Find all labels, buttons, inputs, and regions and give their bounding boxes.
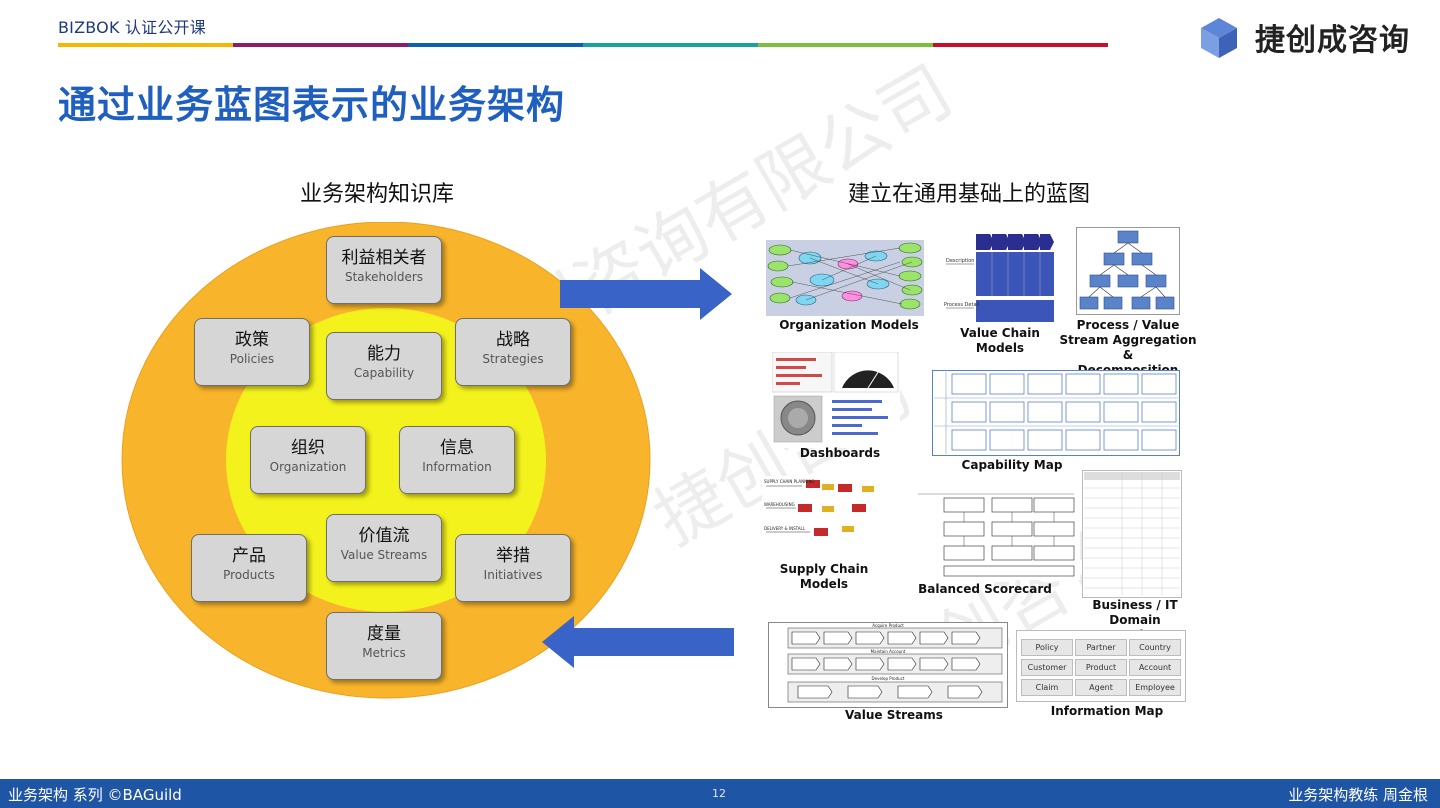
cube-logo-icon [1201, 18, 1237, 58]
footer-bar: 业务架构 系列 ©BAGuild 12 业务架构教练 周金根 [0, 779, 1440, 808]
vs-row-develop: Develop Product [872, 676, 905, 681]
info-map-cell: Partner [1075, 639, 1127, 656]
left-heading: 业务架构知识库 [300, 182, 455, 207]
page-number: 12 [712, 787, 726, 800]
svg-text:Description: Description [946, 258, 974, 264]
supply-chain-thumbnail: SUPPLY CHAIN PLANNING WAREHOUSING DELIVE… [762, 476, 886, 560]
balanced-scorecard-thumbnail [914, 488, 1080, 580]
info-map-cell: Country [1129, 639, 1181, 656]
right-arrow-icon [560, 268, 732, 320]
value-chain-thumbnail: Description Process Detail [940, 230, 1058, 326]
vs-row-acquire: Acquire Product [872, 623, 904, 628]
svg-text:DELIVERY & INSTALL: DELIVERY & INSTALL [764, 526, 806, 531]
caption-capability-map: Capability Map [961, 458, 1063, 472]
svg-text:WAREHOUSING: WAREHOUSING [764, 502, 795, 507]
footer-series: 业务架构 系列 ©BAGuild [8, 786, 182, 804]
domain-mappings-thumbnail [1082, 470, 1182, 598]
caption-organization-models: Organization Models [779, 318, 919, 332]
caption-process-aggregation: Process / Value Stream Aggregation & Dec… [1059, 318, 1197, 377]
organization-models-thumbnail [766, 240, 924, 316]
info-map-cell: Product [1075, 659, 1127, 676]
caption-balanced-scorecard: Balanced Scorecard [918, 582, 1052, 596]
left-arrow-icon [542, 616, 734, 668]
right-heading: 建立在通用基础上的蓝图 [848, 182, 1091, 207]
page-title: 通过业务蓝图表示的业务架构 [58, 83, 566, 127]
caption-supply-chain-models: Supply Chain Models [779, 562, 869, 591]
course-title: BIZBOK 认证公开课 [58, 18, 206, 37]
info-map-cell: Policy [1021, 639, 1073, 656]
info-map-cell: Account [1129, 659, 1181, 676]
info-map-cell: Customer [1021, 659, 1073, 676]
process-tree-thumbnail [1076, 227, 1180, 315]
dashboards-thumbnail [772, 352, 900, 448]
footer-author: 业务架构教练 周金根 [1288, 786, 1428, 804]
caption-value-chain-models: Value Chain Models [960, 326, 1040, 355]
svg-text:SUPPLY CHAIN PLANNING: SUPPLY CHAIN PLANNING [764, 479, 814, 484]
vs-row-maintain: Maintain Account [871, 649, 906, 654]
color-stripe [58, 43, 1108, 47]
brand-name: 捷创成咨询 [1255, 23, 1410, 58]
info-map-cell: Employee [1129, 679, 1181, 696]
svg-text:Process Detail: Process Detail [944, 302, 979, 308]
information-map-thumbnail: Policy Partner Country Customer Product … [1016, 630, 1186, 702]
info-map-cell: Claim [1021, 679, 1073, 696]
caption-dashboards: Dashboards [799, 446, 881, 460]
caption-value-streams: Value Streams [845, 708, 943, 722]
info-map-cell: Agent [1075, 679, 1127, 696]
brand-logo: 捷创成咨询 [1193, 14, 1410, 60]
caption-information-map: Information Map [1050, 704, 1164, 718]
value-streams-thumbnail: Acquire Product Maintain Account Develop… [768, 622, 1008, 708]
capability-map-thumbnail [932, 370, 1180, 456]
